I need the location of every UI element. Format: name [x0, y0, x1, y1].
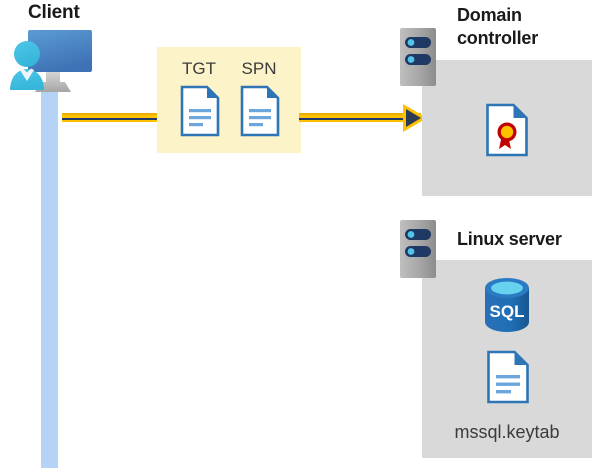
client-workstation-icon	[6, 26, 98, 98]
linux-server-rack-icon	[400, 220, 436, 278]
client-lifeline	[41, 88, 58, 468]
arrow-right-icon	[403, 104, 427, 132]
keytab-file-label: mssql.keytab	[454, 422, 560, 442]
arrow-segment-right	[299, 113, 421, 122]
certificate-icon	[485, 103, 529, 162]
client-title: Client	[28, 2, 80, 23]
domain-controller-title: Domain controller	[457, 4, 597, 50]
message-box-tgt-spn: TGT SPN	[157, 47, 301, 153]
tgt-label: TGT	[182, 59, 216, 78]
arrow-segment-left	[62, 113, 158, 122]
tgt-document-icon	[179, 85, 221, 142]
sql-database-label: SQL	[490, 302, 525, 321]
domain-controller-server-rack-icon	[400, 28, 436, 86]
keytab-document-icon	[486, 350, 530, 409]
linux-server-title: Linux server	[457, 229, 562, 249]
sql-database-icon: SQL	[481, 277, 533, 333]
domain-controller-title-line2: controller	[457, 28, 539, 48]
spn-label: SPN	[241, 59, 277, 78]
spn-document-icon	[239, 85, 281, 142]
domain-controller-title-line1: Domain	[457, 5, 522, 25]
